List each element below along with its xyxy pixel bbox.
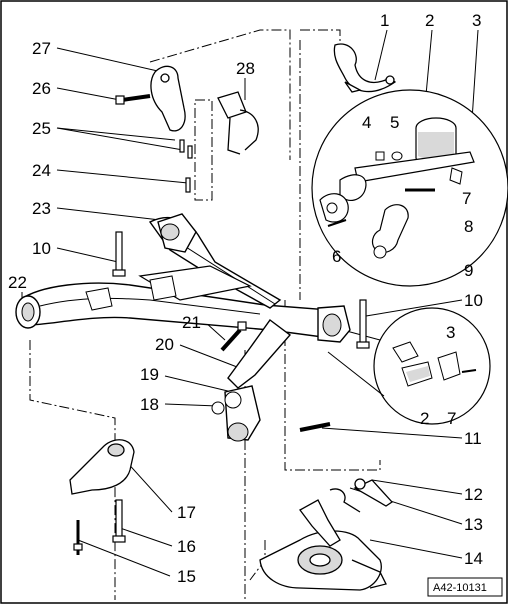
callout-25: 25 [32, 119, 51, 138]
callout-10-left: 10 [32, 239, 51, 258]
detail-callout-7: 7 [447, 409, 456, 428]
callout-18: 18 [140, 395, 159, 414]
callout-11: 11 [464, 429, 482, 448]
callout-4: 4 [362, 113, 371, 132]
callout-16: 16 [177, 537, 196, 556]
callout-2: 2 [425, 11, 434, 30]
callout-20: 20 [155, 335, 174, 354]
callout-14: 14 [464, 549, 483, 568]
link-rod [329, 478, 393, 513]
callout-24: 24 [32, 161, 51, 180]
callout-10-right: 10 [464, 291, 483, 310]
bolts [73, 94, 370, 555]
callout-23: 23 [32, 199, 51, 218]
callout-22: 22 [8, 273, 27, 292]
detail-callout-3: 3 [446, 323, 455, 342]
callout-28: 28 [236, 59, 255, 78]
callout-labels: 1 2 3 4 5 6 7 8 9 10 11 12 13 14 15 16 1… [8, 11, 483, 586]
figure-reference: A42-10131 [433, 582, 487, 594]
callout-9: 9 [464, 261, 473, 280]
detail-circle-lower [327, 307, 491, 425]
callout-7: 7 [462, 189, 471, 208]
detail-callout-2: 2 [420, 409, 429, 428]
wheel-bearing-housing [259, 499, 387, 591]
callout-17: 17 [177, 503, 196, 522]
callout-27: 27 [32, 39, 51, 58]
callout-13: 13 [464, 515, 483, 534]
heat-shield [69, 439, 135, 495]
upper-control-arm [333, 43, 397, 93]
callout-1: 1 [380, 11, 389, 30]
callout-26: 26 [32, 79, 51, 98]
callout-6: 6 [332, 247, 341, 266]
callout-3: 3 [472, 11, 481, 30]
detail-circle-upper [311, 89, 508, 287]
subframe [15, 213, 351, 442]
callout-12: 12 [464, 485, 483, 504]
callout-5: 5 [390, 113, 399, 132]
callout-8: 8 [464, 217, 473, 236]
figure-reference-box: A42-10131 [427, 577, 503, 597]
callout-15: 15 [177, 567, 196, 586]
bracket-and-sensor [150, 65, 259, 155]
callout-19: 19 [140, 365, 159, 384]
callout-21: 21 [182, 313, 201, 332]
